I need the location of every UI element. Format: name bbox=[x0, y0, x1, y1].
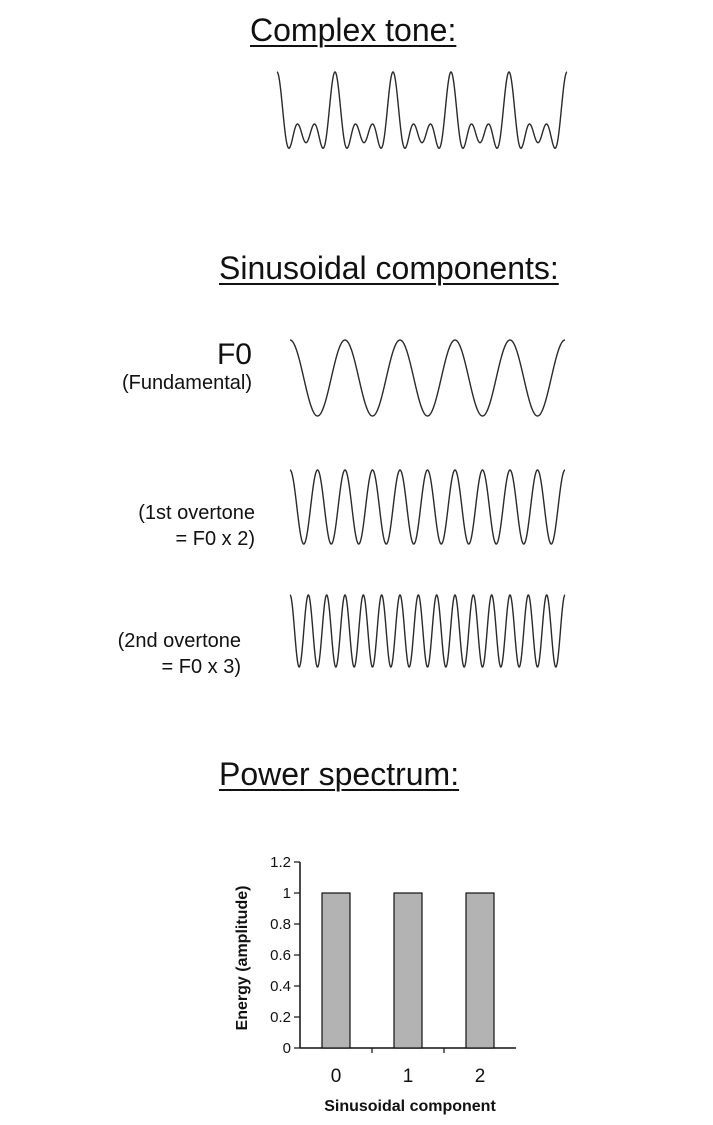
second-overtone-trace bbox=[289, 594, 566, 668]
second-overtone-waveform bbox=[289, 594, 566, 668]
first-overtone-trace bbox=[289, 469, 566, 545]
complex-tone-waveform bbox=[276, 71, 568, 149]
y-axis-title: Energy (amplitude) bbox=[234, 886, 251, 1031]
x-tick-label: 1 bbox=[403, 1066, 414, 1087]
fundamental-label: F0 bbox=[216, 338, 252, 371]
x-axis-title: Sinusoidal component bbox=[324, 1098, 496, 1115]
bar-0 bbox=[321, 892, 351, 1049]
bar-1 bbox=[393, 892, 423, 1049]
y-tick-label: 1.2 bbox=[270, 854, 291, 871]
y-tick-label: 0.8 bbox=[270, 916, 291, 933]
y-tick-label: 0.4 bbox=[270, 978, 291, 995]
first-overtone-line2: = F0 x 2) bbox=[175, 528, 255, 550]
second-overtone-label: (2nd overtone = F0 x 3) bbox=[118, 628, 241, 680]
first-overtone-waveform bbox=[289, 469, 566, 545]
fundamental-trace bbox=[289, 339, 566, 417]
y-tick-label: 0.6 bbox=[270, 947, 291, 964]
x-tick-label: 2 bbox=[475, 1066, 486, 1087]
y-tick-label: 1 bbox=[283, 885, 291, 902]
fundamental-sublabel: (Fundamental) bbox=[121, 372, 252, 394]
y-tick-label: 0.2 bbox=[270, 1009, 291, 1026]
second-overtone-line1: (2nd overtone bbox=[117, 630, 241, 652]
x-tick-label: 0 bbox=[331, 1066, 342, 1087]
second-overtone-line2: = F0 x 3) bbox=[161, 656, 241, 678]
complex-tone-trace bbox=[276, 71, 568, 149]
power-spectrum-heading: Power spectrum: bbox=[219, 756, 460, 792]
y-tick-label: 0 bbox=[283, 1040, 291, 1057]
first-overtone-label: (1st overtone = F0 x 2) bbox=[138, 500, 255, 552]
first-overtone-line1: (1st overtone bbox=[138, 502, 255, 524]
fundamental-waveform bbox=[289, 339, 566, 417]
complex-tone-heading: Complex tone: bbox=[250, 12, 457, 48]
bar-2 bbox=[465, 892, 495, 1049]
sinusoidal-components-heading: Sinusoidal components: bbox=[219, 250, 559, 286]
